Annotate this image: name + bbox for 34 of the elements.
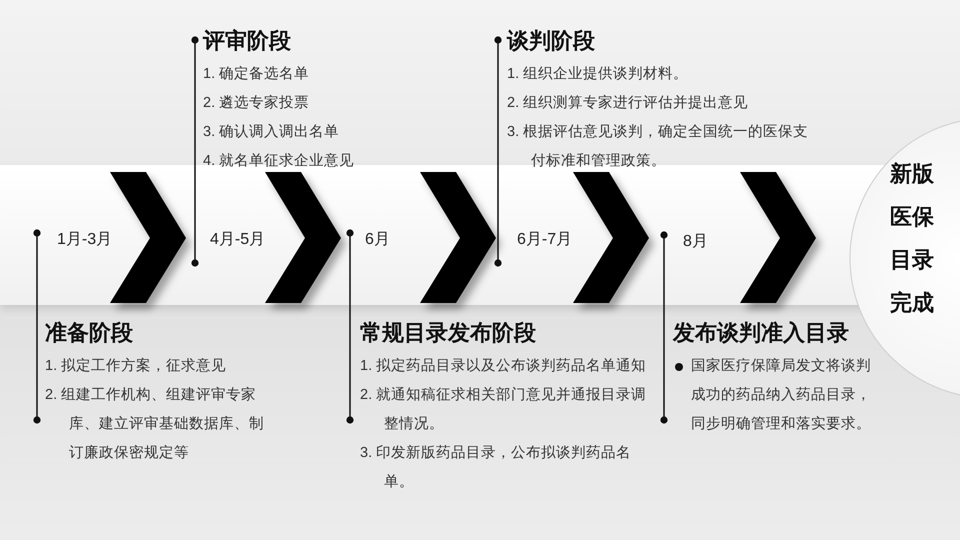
leader-line xyxy=(346,229,354,424)
leader-line xyxy=(191,36,199,267)
list-item: 2. 组织测算专家进行评估并提出意见 xyxy=(507,94,750,113)
chevron-arrow xyxy=(573,172,649,303)
milestone-text: 新版医保目录完成 xyxy=(888,160,935,317)
chevron-arrow xyxy=(265,172,341,303)
leader-line xyxy=(660,231,668,424)
chevron-arrow xyxy=(420,172,496,303)
date-label: 6月 xyxy=(365,227,405,253)
list-item: 3. 确认调入调出名单 xyxy=(203,123,340,142)
list-item: 1. 拟定药品目录以及公布谈判药品名单通知 xyxy=(360,356,648,376)
list-item: 国家医疗保障局发文将谈判成功的药品纳入药品目录，同步明确管理和落实要求。 xyxy=(691,358,871,432)
list-item: 2. 遴选专家投票 xyxy=(203,94,310,113)
list-item: 1. 组织企业提供谈判材料。 xyxy=(507,65,690,84)
list-item: 3. 印发新版药品目录，公布拟谈判药品名单。 xyxy=(360,444,632,492)
list-item: 1. 拟定工作方案，征求意见 xyxy=(45,356,228,376)
stage-heading: 评审阶段 xyxy=(203,27,292,55)
date-label: 8月 xyxy=(683,229,723,255)
list-item: 3. 根据评估意见谈判，确定全国统一的医保支付标准和管理政策。 xyxy=(507,122,810,171)
chevron-arrow xyxy=(740,172,816,303)
leader-line xyxy=(33,229,41,424)
list-item: 2. 组建工作机构、组建评审专家库、建立评审基础数据库、制订廉政保密规定等 xyxy=(45,386,265,463)
stage-heading: 准备阶段 xyxy=(45,319,134,347)
stage-heading: 谈判阶段 xyxy=(507,27,596,55)
date-label: 6月-7月 xyxy=(517,227,587,253)
chevron-arrow xyxy=(110,172,186,303)
date-label: 4月-5月 xyxy=(210,227,280,253)
list-item: 1. 确定备选名单 xyxy=(203,64,310,84)
list-item: 2. 就通知稿征求相关部门意见并通报目录调整情况。 xyxy=(360,386,648,434)
stage-heading: 发布谈判准入目录 xyxy=(673,319,850,347)
date-label: 1月-3月 xyxy=(57,227,119,253)
list-item: 4. 就名单征求企业意见 xyxy=(203,152,356,171)
stage-heading: 常规目录发布阶段 xyxy=(360,319,537,347)
leader-line xyxy=(494,36,502,267)
